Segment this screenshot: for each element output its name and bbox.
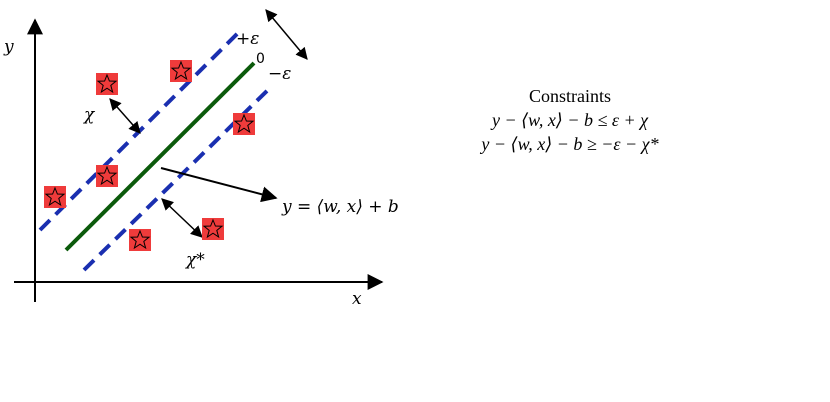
- axis-y-label: y: [3, 37, 14, 57]
- slack-upper-arrow: [109, 98, 141, 134]
- star-icon: [233, 113, 255, 135]
- constraint-eq2: y − ⟨w, x⟩ − b ≥ −ε − χ*: [481, 134, 659, 154]
- upper-margin-label: +ε: [236, 29, 259, 49]
- star-icon: [44, 186, 66, 208]
- regression-line: [64, 61, 256, 252]
- star-icon: [129, 229, 151, 251]
- lower-margin-label: −ε: [268, 64, 291, 84]
- slack-lower-label: χ*: [185, 250, 205, 270]
- star-icon: [202, 218, 224, 240]
- regression-pointer-arrow: [160, 167, 278, 203]
- slack-lower-arrow: [161, 198, 203, 238]
- star-icon: [170, 60, 192, 82]
- margin-width-arrow: [265, 9, 308, 60]
- star-icon: [96, 73, 118, 95]
- constraint-eq1: y − ⟨w, x⟩ − b ≤ ε + χ: [491, 110, 649, 130]
- center-line-label: 0: [256, 51, 265, 67]
- axis-x-label: x: [352, 289, 362, 309]
- constraints-block: Constraints y − ⟨w, x⟩ − b ≤ ε + χ y − ⟨…: [440, 84, 700, 156]
- regression-label: y = ⟨w, x⟩ + b: [281, 197, 399, 217]
- star-icon: [96, 165, 118, 187]
- slack-upper-label: χ: [83, 105, 96, 125]
- constraints-title: Constraints: [528, 86, 611, 106]
